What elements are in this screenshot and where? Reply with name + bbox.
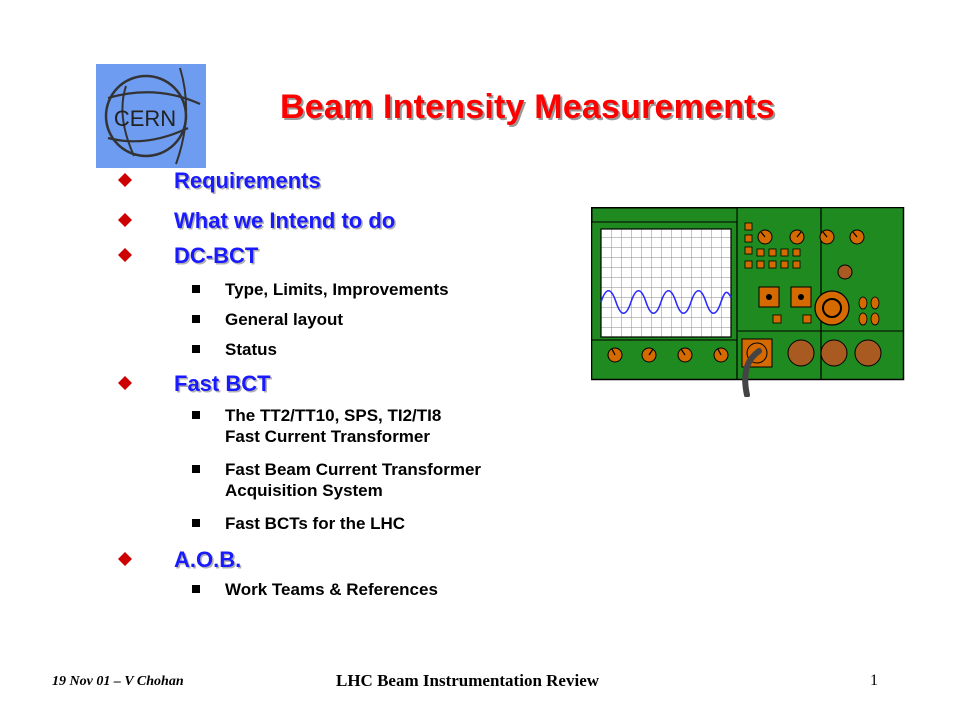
outline-subitem: Fast Beam Current Transformer Acquisitio… bbox=[118, 459, 588, 513]
red-diamond-bullet-icon bbox=[118, 376, 132, 390]
slide-outline: Requirements What we Intend to do DC-BCT… bbox=[118, 168, 588, 609]
outline-subitem: Status bbox=[118, 339, 588, 371]
subitem-line: Acquisition System bbox=[225, 481, 383, 500]
footer-date-author: 19 Nov 01 – V Chohan bbox=[52, 674, 184, 689]
outline-item-fast-bct: Fast BCT bbox=[118, 371, 588, 405]
red-diamond-bullet-icon bbox=[118, 173, 132, 187]
red-diamond-bullet-icon bbox=[118, 248, 132, 262]
slide-number: 1 bbox=[870, 672, 878, 689]
black-square-bullet-icon bbox=[192, 411, 200, 419]
red-diamond-bullet-icon bbox=[118, 213, 132, 227]
outline-subitem: Type, Limits, Improvements bbox=[118, 279, 588, 309]
outline-item-intend: What we Intend to do bbox=[118, 208, 588, 243]
black-square-bullet-icon bbox=[192, 315, 200, 323]
red-diamond-bullet-icon bbox=[118, 552, 132, 566]
svg-text:CERN: CERN bbox=[114, 106, 176, 131]
subitem-line: The TT2/TT10, SPS, TI2/TI8 bbox=[225, 406, 442, 425]
outline-subitem: General layout bbox=[118, 309, 588, 339]
outline-item-aob: A.O.B. bbox=[118, 547, 588, 579]
subitem-line: Fast Current Transformer bbox=[225, 427, 430, 446]
outline-item-dc-bct: DC-BCT bbox=[118, 243, 588, 279]
footer-presentation-title: LHC Beam Instrumentation Review bbox=[336, 671, 600, 690]
slide-title: Beam Intensity Measurements bbox=[280, 88, 775, 126]
black-square-bullet-icon bbox=[192, 519, 200, 527]
outline-subitem: Work Teams & References bbox=[118, 579, 588, 609]
black-square-bullet-icon bbox=[192, 345, 200, 353]
black-square-bullet-icon bbox=[192, 585, 200, 593]
outline-item-requirements: Requirements bbox=[118, 168, 588, 208]
black-square-bullet-icon bbox=[192, 285, 200, 293]
cern-logo-icon: CERN bbox=[96, 64, 206, 168]
outline-subitem: Fast BCTs for the LHC bbox=[118, 513, 588, 547]
black-square-bullet-icon bbox=[192, 465, 200, 473]
oscilloscope-icon bbox=[590, 206, 905, 398]
subitem-line: Fast Beam Current Transformer bbox=[225, 460, 482, 479]
outline-subitem: The TT2/TT10, SPS, TI2/TI8 Fast Current … bbox=[118, 405, 588, 459]
